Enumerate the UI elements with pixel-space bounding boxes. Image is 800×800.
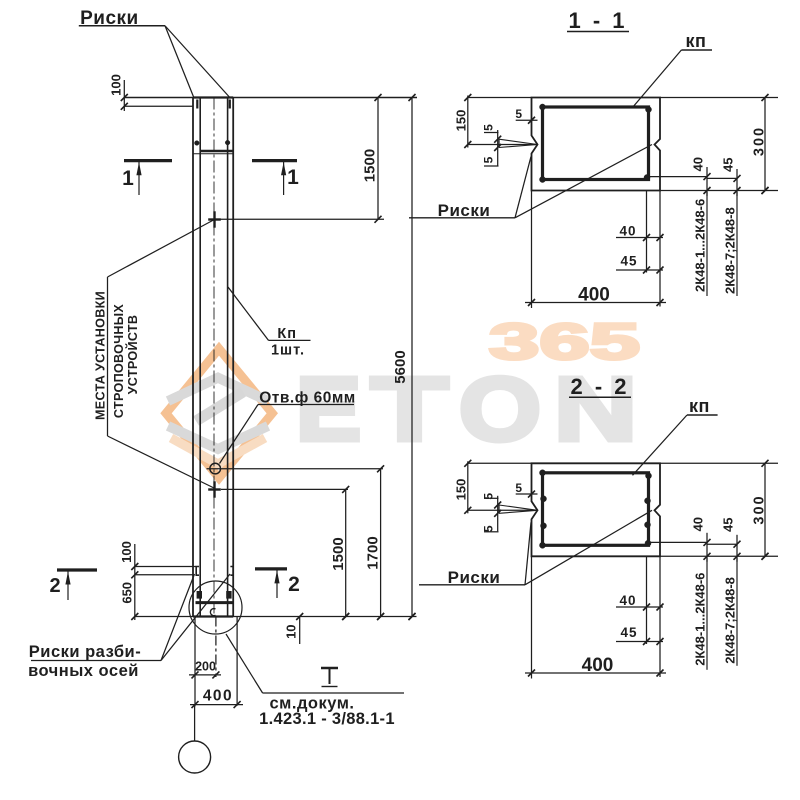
svg-text:Отв.ф 60мм: Отв.ф 60мм <box>259 390 356 407</box>
svg-text:кп: кп <box>689 396 710 416</box>
svg-text:Риски: Риски <box>438 201 491 220</box>
svg-text:40: 40 <box>691 157 706 171</box>
svg-text:400: 400 <box>582 655 614 676</box>
svg-text:10: 10 <box>284 624 299 638</box>
svg-text:2 - 2: 2 - 2 <box>570 374 629 399</box>
svg-text:МЕСТА УСТАНОВКИ: МЕСТА УСТАНОВКИ <box>94 291 108 420</box>
svg-text:2К48-1...2К48-6: 2К48-1...2К48-6 <box>693 199 708 292</box>
svg-text:650: 650 <box>120 582 135 604</box>
svg-text:200: 200 <box>195 660 216 674</box>
svg-text:T: T <box>371 360 448 460</box>
svg-text:Риски: Риски <box>448 568 501 587</box>
svg-text:365: 365 <box>489 313 640 370</box>
svg-text:45: 45 <box>620 625 637 640</box>
svg-text:5: 5 <box>515 107 522 121</box>
svg-text:45: 45 <box>721 518 736 532</box>
svg-text:1: 1 <box>287 166 299 189</box>
svg-text:100: 100 <box>109 74 124 96</box>
svg-text:400: 400 <box>578 285 610 306</box>
svg-text:5: 5 <box>515 481 522 495</box>
svg-text:УСТРОЙСТВ: УСТРОЙСТВ <box>125 315 140 395</box>
svg-text:300: 300 <box>752 494 768 524</box>
svg-text:2: 2 <box>49 575 60 597</box>
svg-text:45: 45 <box>721 158 736 172</box>
svg-text:2К48-7;2К48-8: 2К48-7;2К48-8 <box>723 577 738 664</box>
svg-text:1: 1 <box>122 167 134 190</box>
svg-text:1 - 1: 1 - 1 <box>568 8 627 33</box>
svg-text:1700: 1700 <box>365 536 382 569</box>
svg-text:100: 100 <box>119 541 134 563</box>
svg-text:5: 5 <box>482 124 496 131</box>
svg-text:Кп: Кп <box>277 326 297 342</box>
svg-text:5600: 5600 <box>392 350 409 383</box>
svg-text:СТРОПОВОЧНЫХ: СТРОПОВОЧНЫХ <box>112 304 126 419</box>
svg-text:1500: 1500 <box>362 149 379 182</box>
svg-text:150: 150 <box>454 110 469 132</box>
svg-text:5: 5 <box>482 156 496 163</box>
svg-text:2К48-1...2К48-6: 2К48-1...2К48-6 <box>693 573 708 666</box>
svg-text:400: 400 <box>203 687 233 704</box>
svg-text:5: 5 <box>482 493 496 500</box>
svg-text:45: 45 <box>620 254 637 269</box>
svg-text:1шт.: 1шт. <box>271 343 305 359</box>
svg-text:2К48-7;2К48-8: 2К48-7;2К48-8 <box>723 207 738 294</box>
svg-text:Риски разби-: Риски разби- <box>29 643 141 661</box>
svg-text:E: E <box>296 360 361 460</box>
svg-text:1500: 1500 <box>330 537 347 570</box>
svg-text:Риски: Риски <box>80 8 139 29</box>
svg-text:40: 40 <box>691 517 706 531</box>
svg-text:N: N <box>554 360 637 460</box>
svg-text:40: 40 <box>619 224 636 239</box>
svg-text:1.423.1 - 3/88.1-1: 1.423.1 - 3/88.1-1 <box>259 710 395 728</box>
svg-text:150: 150 <box>454 479 469 501</box>
svg-text:5: 5 <box>482 525 496 532</box>
svg-text:O: O <box>459 360 541 460</box>
svg-text:2: 2 <box>288 573 300 596</box>
svg-text:см.докум.: см.докум. <box>269 695 354 713</box>
svg-text:вочных осей: вочных осей <box>28 662 139 680</box>
svg-text:300: 300 <box>752 126 768 156</box>
svg-text:40: 40 <box>619 593 636 608</box>
svg-text:кп: кп <box>686 31 707 51</box>
